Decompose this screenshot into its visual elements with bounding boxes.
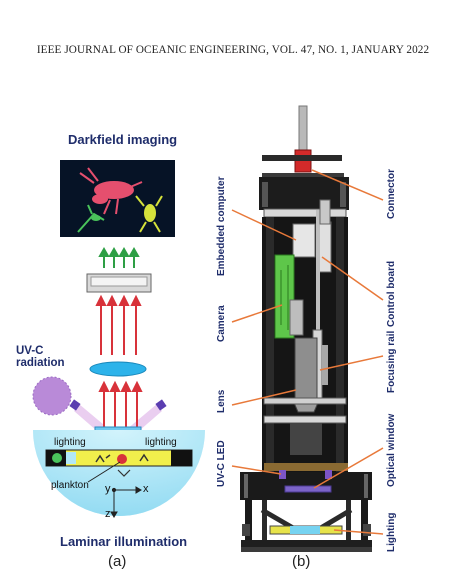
axis-x-label: x <box>143 483 149 495</box>
label-focusing-rail: Focusing rail <box>386 330 397 393</box>
darkfield-title: Darkfield imaging <box>68 132 178 147</box>
plankton-label: plankton <box>51 480 89 491</box>
axis-y-label: y <box>105 483 111 495</box>
uvc-led-left <box>69 399 81 411</box>
cable <box>298 105 308 152</box>
label-uvc-led: UV-C LED <box>216 440 227 487</box>
camera <box>274 254 295 339</box>
axis-z-label: z <box>105 508 111 520</box>
uv-sphere <box>33 377 71 415</box>
optical-window <box>284 485 332 493</box>
red-arrows-lower <box>98 380 143 428</box>
red-arrows-upper <box>95 294 142 355</box>
lens-body <box>294 337 318 401</box>
embedded-computer <box>292 223 316 258</box>
plankton-dot <box>117 454 127 464</box>
label-camera: Camera <box>216 305 227 342</box>
label-optical-window: Optical window <box>386 413 397 487</box>
uvc-led-right <box>155 399 167 411</box>
lighting-left-label: lighting <box>54 437 86 448</box>
uvc-radiation-text: UV-C radiation <box>16 345 65 369</box>
green-arrows <box>98 246 140 268</box>
label-lens: Lens <box>216 389 227 413</box>
uvc-radiation-label: UV-C radiation <box>16 345 65 369</box>
lens <box>89 361 147 377</box>
label-connector: Connector <box>386 169 397 219</box>
laminar-title: Laminar illumination <box>60 534 188 549</box>
label-control-board: Control board <box>386 260 397 327</box>
caption-b: (b) <box>292 553 311 570</box>
label-embedded-computer: Embedded computer <box>216 176 227 276</box>
label-lighting: Lighting <box>386 512 397 552</box>
journal-header: IEEE JOURNAL OF OCEANIC ENGINEERING, VOL… <box>36 44 430 56</box>
coordinate-axes <box>110 486 142 518</box>
uvc-led <box>279 470 286 479</box>
lighting-right-label: lighting <box>145 437 177 448</box>
leader-lines <box>231 169 384 535</box>
caption-a: (a) <box>108 553 127 570</box>
